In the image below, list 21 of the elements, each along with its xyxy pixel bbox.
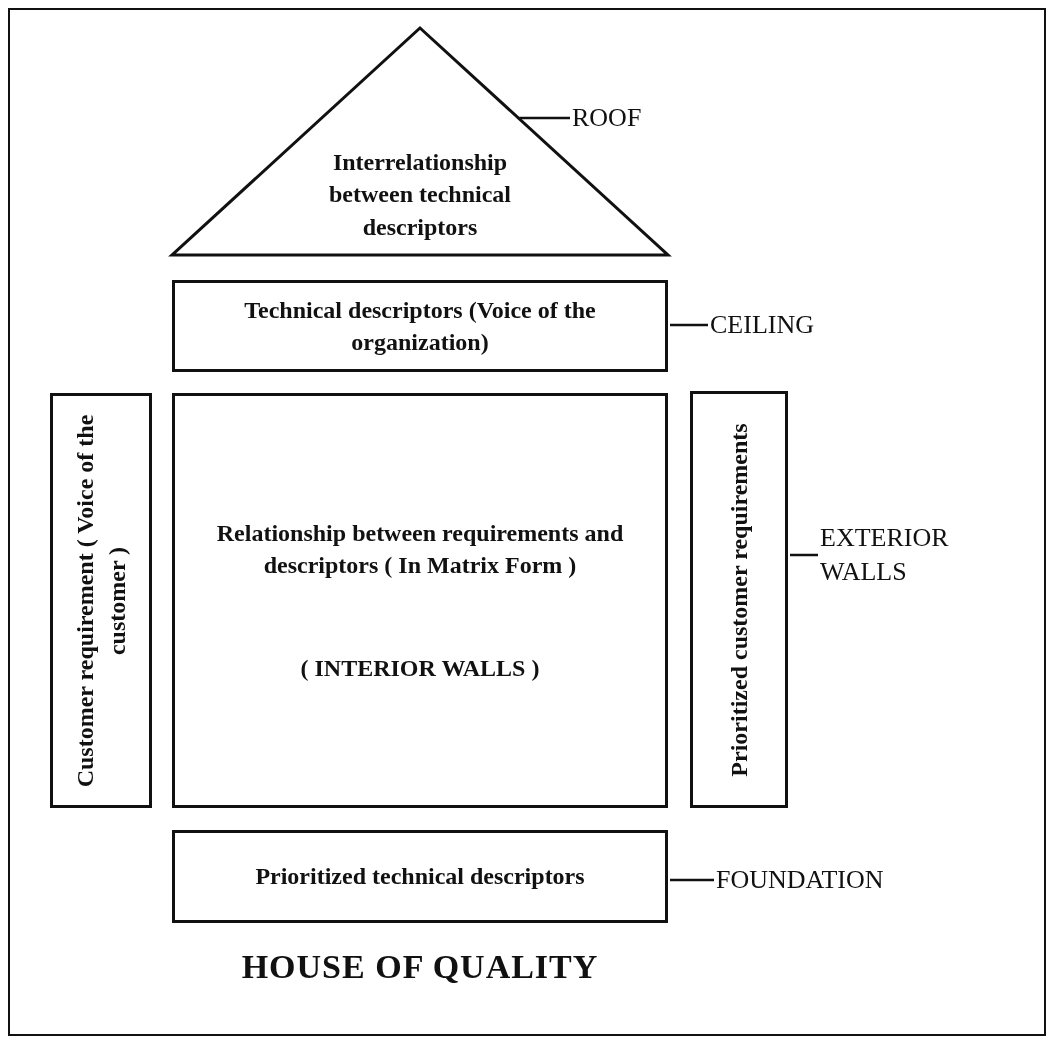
box-text: Technical descriptors (Voice of the organization)	[243, 295, 597, 357]
part-label: CEILING	[710, 311, 814, 339]
part-label: ROOF	[572, 104, 642, 132]
roof-text: Interrelationship between technical descriptors	[328, 147, 512, 242]
leader-line	[790, 553, 818, 557]
leader-line	[670, 323, 708, 327]
box-subtext: ( INTERIOR WALLS )	[299, 653, 541, 683]
leader-line	[519, 116, 570, 120]
box-text: Prioritized technical descriptors	[254, 862, 586, 892]
rotated-text: Prioritized customer requirements	[724, 421, 753, 779]
part-label: EXTERIOR WALLS	[820, 520, 1010, 590]
foundation-box	[172, 830, 668, 923]
ceiling-box	[172, 280, 668, 372]
rotated-text: Customer requirement ( Voice of the customer )	[70, 413, 131, 788]
wall-box	[50, 393, 152, 808]
diagram-title: HOUSE OF QUALITY	[240, 948, 600, 986]
leader-line	[670, 878, 714, 882]
box-text: Relationship between requirements and descriptors ( In Matrix Form )	[215, 518, 625, 581]
wall-box	[690, 391, 788, 808]
part-label: FOUNDATION	[716, 866, 884, 894]
matrix-box	[172, 393, 668, 808]
